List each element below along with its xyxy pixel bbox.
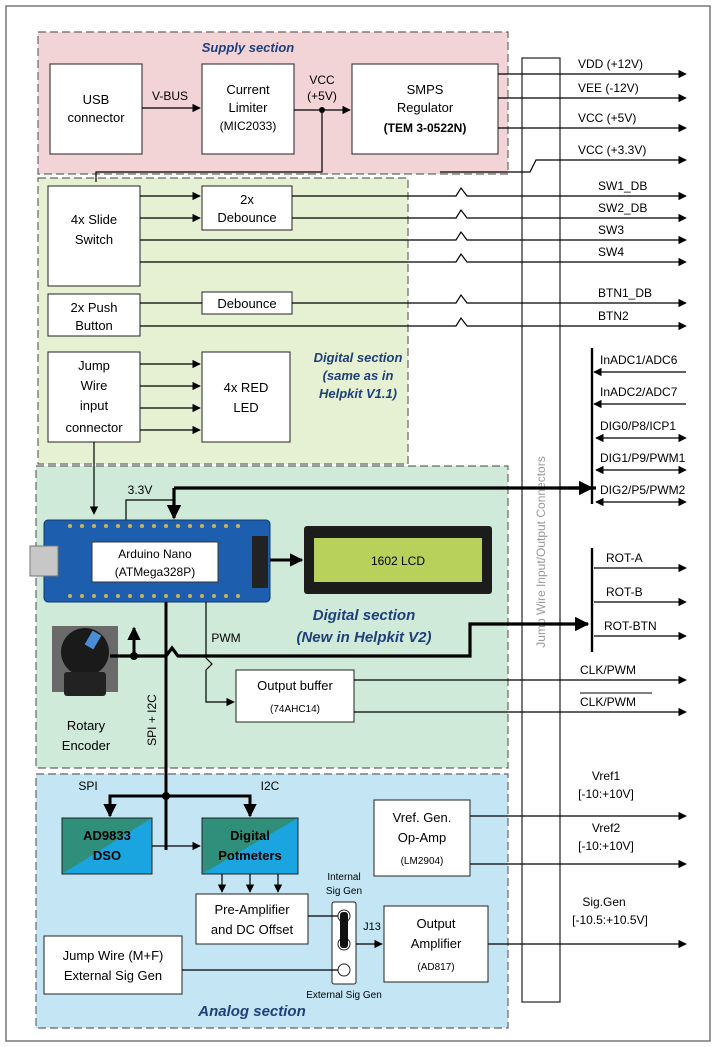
smps-line2: Regulator <box>397 100 454 115</box>
vref-line3: (LM2904) <box>401 856 444 867</box>
out-siggen-l1: Sig.Gen <box>582 895 625 909</box>
jump-in-line1: Jump <box>78 358 110 373</box>
arduino-nano-board <box>30 520 270 602</box>
pwm-label: PWM <box>211 631 240 645</box>
jump-wire-mf-block <box>44 936 182 994</box>
usb-connector-block <box>50 64 142 154</box>
vcc5-label-line2: (+5V) <box>307 89 337 103</box>
out-sw1: SW1_DB <box>598 179 647 193</box>
ad9833-line1: AD9833 <box>83 828 131 843</box>
internal-sig-l1: Internal <box>327 872 360 883</box>
jumpmf-line2: External Sig Gen <box>64 968 162 983</box>
outamp-line3: (AD817) <box>417 962 454 973</box>
out-siggen-l2: [-10.5:+10.5V] <box>572 913 648 927</box>
out-sw3: SW3 <box>598 223 624 237</box>
i2c-label: I2C <box>261 779 280 793</box>
supply-section-title: Supply section <box>202 40 295 55</box>
vref-line1: Vref. Gen. <box>393 810 452 825</box>
red-led-block <box>202 352 290 442</box>
spi-i2c-junction <box>162 792 170 800</box>
out-vee: VEE (-12V) <box>578 81 639 95</box>
out-rotb: ROT-B <box>606 585 643 599</box>
spi-label: SPI <box>78 779 97 793</box>
out-btn1: BTN1_DB <box>598 286 652 300</box>
digital-v2-title-line1: Digital section <box>313 607 416 624</box>
preamp-line1: Pre-Amplifier <box>214 902 290 917</box>
jump-in-line4: connector <box>65 420 123 435</box>
digital-potmeters-block <box>202 818 298 874</box>
digital-v2-title-line2: (New in Helpkit V2) <box>296 629 431 646</box>
limiter-line3: (MIC2033) <box>220 119 277 133</box>
digital-v1-title-line2: (same as in <box>323 368 394 383</box>
out-rota: ROT-A <box>606 551 643 565</box>
push-line2: Button <box>75 318 113 333</box>
outamp-line2: Amplifier <box>411 936 462 951</box>
out-vdd: VDD (+12V) <box>578 57 643 71</box>
out-sw2: SW2_DB <box>598 201 647 215</box>
v33-label: 3.3V <box>128 483 153 497</box>
analog-section-title: Analog section <box>197 1003 306 1020</box>
vcc5-label-line1: VCC <box>309 73 335 87</box>
j13-label: J13 <box>363 921 381 933</box>
out-vref1-l2: [-10:+10V] <box>578 787 634 801</box>
push-line1: 2x Push <box>71 300 118 315</box>
preamp-line2: and DC Offset <box>211 922 294 937</box>
jumpmf-line1: Jump Wire (M+F) <box>63 948 164 963</box>
limiter-line2: Limiter <box>228 100 268 115</box>
out-vref2-l2: [-10:+10V] <box>578 839 634 853</box>
outbuf-line2: (74AHC14) <box>270 704 320 715</box>
external-sig-label: External Sig Gen <box>306 990 382 1001</box>
rotary-knob <box>61 628 109 676</box>
out-vref1-l1: Vref1 <box>592 769 621 783</box>
digital-v1-title-line3: Helpkit V1.1) <box>319 386 397 401</box>
out-vcc33: VCC (+3.3V) <box>578 143 646 157</box>
debounce-label: Debounce <box>217 296 276 311</box>
led-line1: 4x RED <box>224 380 269 395</box>
out-inadc2: InADC2/ADC7 <box>600 385 678 399</box>
out-dig1: DIG1/P9/PWM1 <box>600 451 686 465</box>
out-dig2: DIG2/P5/PWM2 <box>600 483 686 497</box>
rotary-line1: Rotary <box>67 718 106 733</box>
vbus-label: V-BUS <box>152 89 188 103</box>
spi-i2c-label: SPI + I2C <box>145 694 159 746</box>
out-dig0: DIG0/P8/ICP1 <box>600 419 676 433</box>
out-vref2-l1: Vref2 <box>592 821 621 835</box>
outamp-line1: Output <box>416 916 455 931</box>
j13-shunt <box>340 912 348 948</box>
internal-sig-l2: Sig Gen <box>326 886 362 897</box>
led-line2: LED <box>233 400 258 415</box>
slide-line1: 4x Slide <box>71 212 117 227</box>
jump-in-line3: input <box>80 398 109 413</box>
out-rotbtn: ROT-BTN <box>604 619 657 633</box>
connector-strip-label: Jump Wire Input/Output Connectors <box>534 456 548 647</box>
ad9833-block <box>62 818 152 874</box>
smps-line3: (TEM 3-0522N) <box>384 121 467 135</box>
arduino-line1: Arduino Nano <box>118 547 192 561</box>
lcd-label: 1602 LCD <box>371 554 425 568</box>
usb-line2: connector <box>67 110 125 125</box>
pot-line2: Potmeters <box>218 848 282 863</box>
out-inadc1: InADC1/ADC6 <box>600 353 678 367</box>
digital-v1-title-line1: Digital section <box>314 350 403 365</box>
out-clk: CLK/PWM <box>580 663 636 677</box>
limiter-line1: Current <box>226 82 270 97</box>
out-btn2: BTN2 <box>598 309 629 323</box>
slide-line2: Switch <box>75 232 113 247</box>
out-clkn: CLK/PWM <box>580 695 636 709</box>
debounce2x-line2: Debounce <box>217 210 276 225</box>
smps-line1: SMPS <box>407 82 444 97</box>
vref-line2: Op-Amp <box>398 830 446 845</box>
out-vcc5: VCC (+5V) <box>578 111 636 125</box>
rotary-line2: Encoder <box>62 738 111 753</box>
usb-line1: USB <box>83 92 110 107</box>
arduino-line2: (ATMega328P) <box>115 565 195 579</box>
digital-section-v2 <box>36 466 508 768</box>
ad9833-line2: DSO <box>93 848 121 863</box>
debounce2x-line1: 2x <box>240 192 254 207</box>
pot-line1: Digital <box>230 828 270 843</box>
outbuf-line1: Output buffer <box>257 678 333 693</box>
jump-in-line2: Wire <box>81 378 108 393</box>
out-sw4: SW4 <box>598 245 624 259</box>
